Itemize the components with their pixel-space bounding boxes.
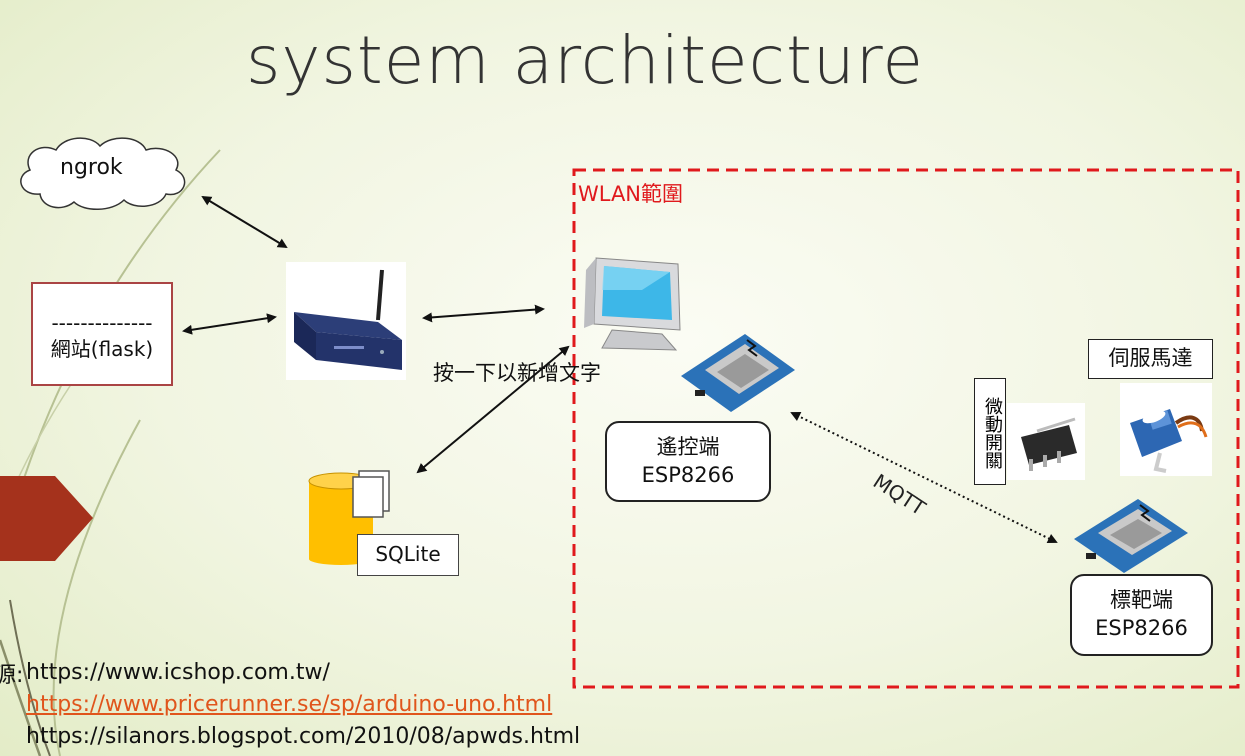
flask-dashes: -------------- [51, 311, 153, 335]
remote-chip: ESP8266 [641, 463, 735, 487]
source-link-1: https://www.icshop.com.tw/ [26, 660, 330, 685]
arrow-flask-router [182, 313, 277, 335]
esp8266-remote-image [675, 330, 800, 415]
flask-label: 網站(flask) [50, 337, 154, 361]
mqtt-dotted-arrow [790, 412, 1058, 543]
page-title: system architecture [246, 22, 924, 99]
wlan-boundary [572, 168, 1240, 689]
micro-switch-image [1007, 403, 1085, 480]
ngrok-label: ngrok [60, 155, 123, 180]
router-image [286, 262, 406, 380]
monitor-icon [582, 250, 694, 360]
sources-prefix: 源: [0, 663, 24, 688]
target-chip: ESP8266 [1095, 616, 1188, 640]
target-title: 標靶端 [1110, 588, 1173, 612]
arrow-sqlite-pc [416, 345, 570, 474]
servo-motor-label: 伺服馬達 [1088, 339, 1213, 379]
wlan-range-label: WLAN範圍 [578, 182, 684, 206]
servo-motor-image [1120, 383, 1212, 476]
sqlite-label: SQLite [357, 534, 459, 576]
flask-website-node: -------------- 網站(flask) [31, 282, 173, 386]
esp8266-target-image [1068, 495, 1193, 575]
decorative-curves [0, 149, 221, 756]
remote-title: 遙控端 [656, 435, 720, 459]
sources-list: https://www.icshop.com.tw/ https://www.p… [26, 657, 580, 753]
click-to-add-text-placeholder[interactable]: 按一下以新增文字 [433, 361, 601, 385]
remote-esp8266-node: 遙控端 ESP8266 [605, 421, 771, 502]
micro-switch-label: 微動開關 [974, 378, 1006, 485]
accent-arrow-shape [0, 476, 93, 561]
ngrok-cloud-icon [20, 137, 186, 210]
target-esp8266-node: 標靶端 ESP8266 [1070, 574, 1213, 656]
database-icon [303, 465, 393, 565]
arrow-router-pc [422, 304, 545, 323]
arrow-ngrok-router [201, 195, 288, 249]
source-link-2[interactable]: https://www.pricerunner.se/sp/arduino-un… [26, 692, 553, 717]
source-link-3: https://silanors.blogspot.com/2010/08/ap… [26, 724, 581, 749]
